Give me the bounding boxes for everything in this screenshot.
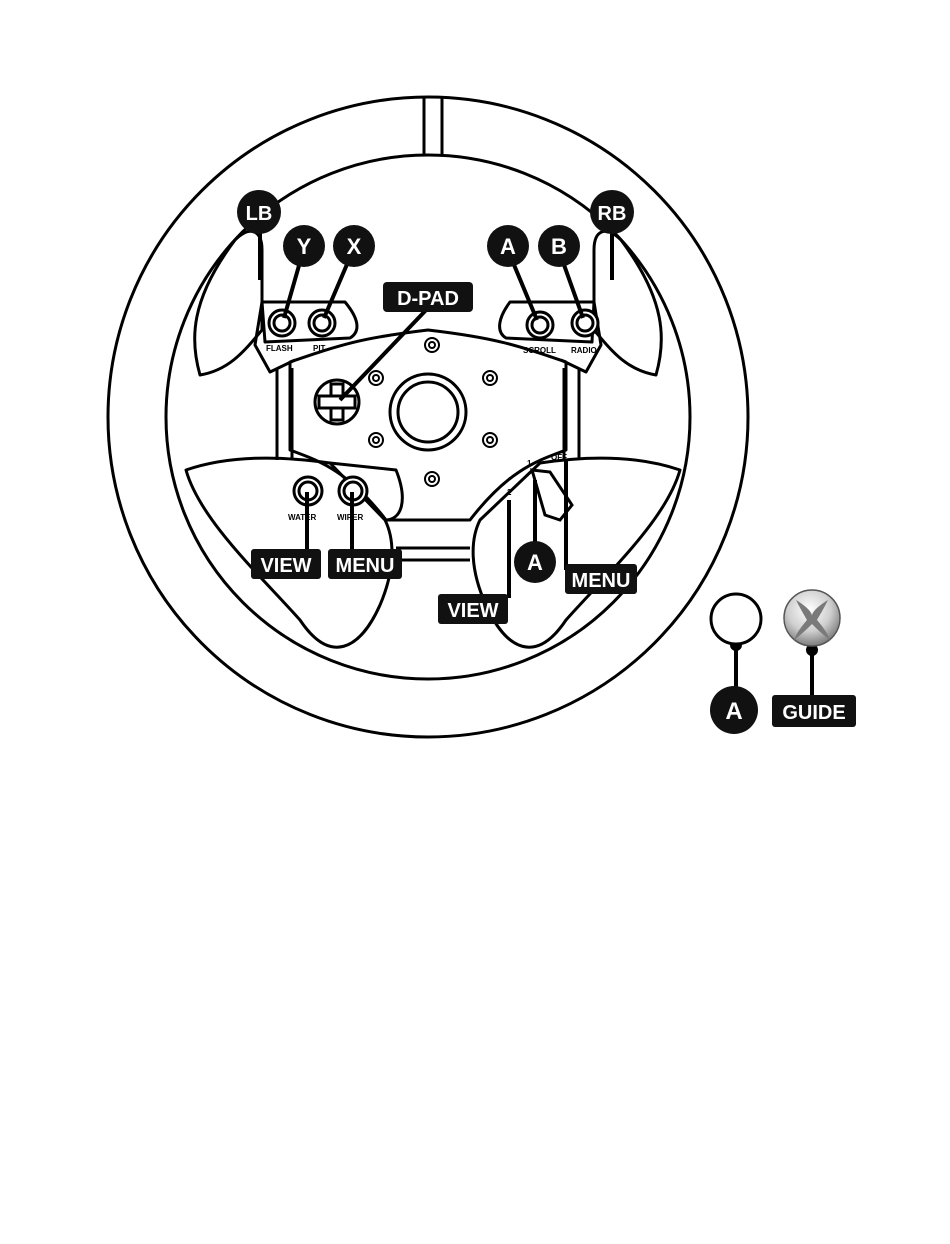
svg-text:VIEW: VIEW — [447, 600, 498, 622]
svg-text:A: A — [725, 698, 742, 725]
svg-text:GUIDE: GUIDE — [782, 702, 845, 724]
svg-text:MENU: MENU — [572, 570, 631, 592]
flash-label: FLASH — [266, 344, 293, 353]
callout-guide: GUIDE — [772, 695, 856, 727]
svg-text:A: A — [500, 234, 516, 259]
xbox-guide-icon — [784, 590, 840, 646]
callout-menu-left: MENU — [328, 549, 402, 579]
callout-view-right: VIEW — [438, 594, 508, 624]
svg-text:VIEW: VIEW — [260, 555, 311, 577]
callout-lb: LB — [237, 190, 281, 234]
callout-a-side: A — [710, 686, 758, 734]
water-label: WATER — [288, 513, 317, 522]
svg-text:LB: LB — [246, 203, 273, 225]
wheel-rim — [108, 97, 748, 737]
svg-text:D-PAD: D-PAD — [397, 288, 459, 310]
svg-text:X: X — [347, 234, 362, 259]
callout-rb: RB — [590, 190, 634, 234]
pit-label: PIT — [313, 344, 326, 353]
callout-a-top: A — [487, 225, 529, 267]
svg-text:RB: RB — [598, 203, 627, 225]
switch-2-label: 2 — [507, 488, 512, 497]
callout-menu-right: MENU — [565, 564, 637, 594]
svg-text:MENU: MENU — [336, 555, 395, 577]
radio-label: RADIO — [571, 346, 597, 355]
callout-y: Y — [283, 225, 325, 267]
svg-text:Y: Y — [297, 234, 312, 259]
scroll-label: SCROLL — [523, 346, 556, 355]
callout-a-switch: A — [514, 541, 556, 583]
callout-dpad: D-PAD — [383, 282, 473, 312]
callout-b: B — [538, 225, 580, 267]
switch-1-label: 1 — [527, 459, 532, 468]
hub-bolts — [369, 338, 497, 486]
callout-x: X — [333, 225, 375, 267]
side-button-a — [711, 594, 761, 644]
svg-text:B: B — [551, 234, 567, 259]
callout-view-left: VIEW — [251, 549, 321, 579]
svg-text:A: A — [527, 550, 543, 575]
